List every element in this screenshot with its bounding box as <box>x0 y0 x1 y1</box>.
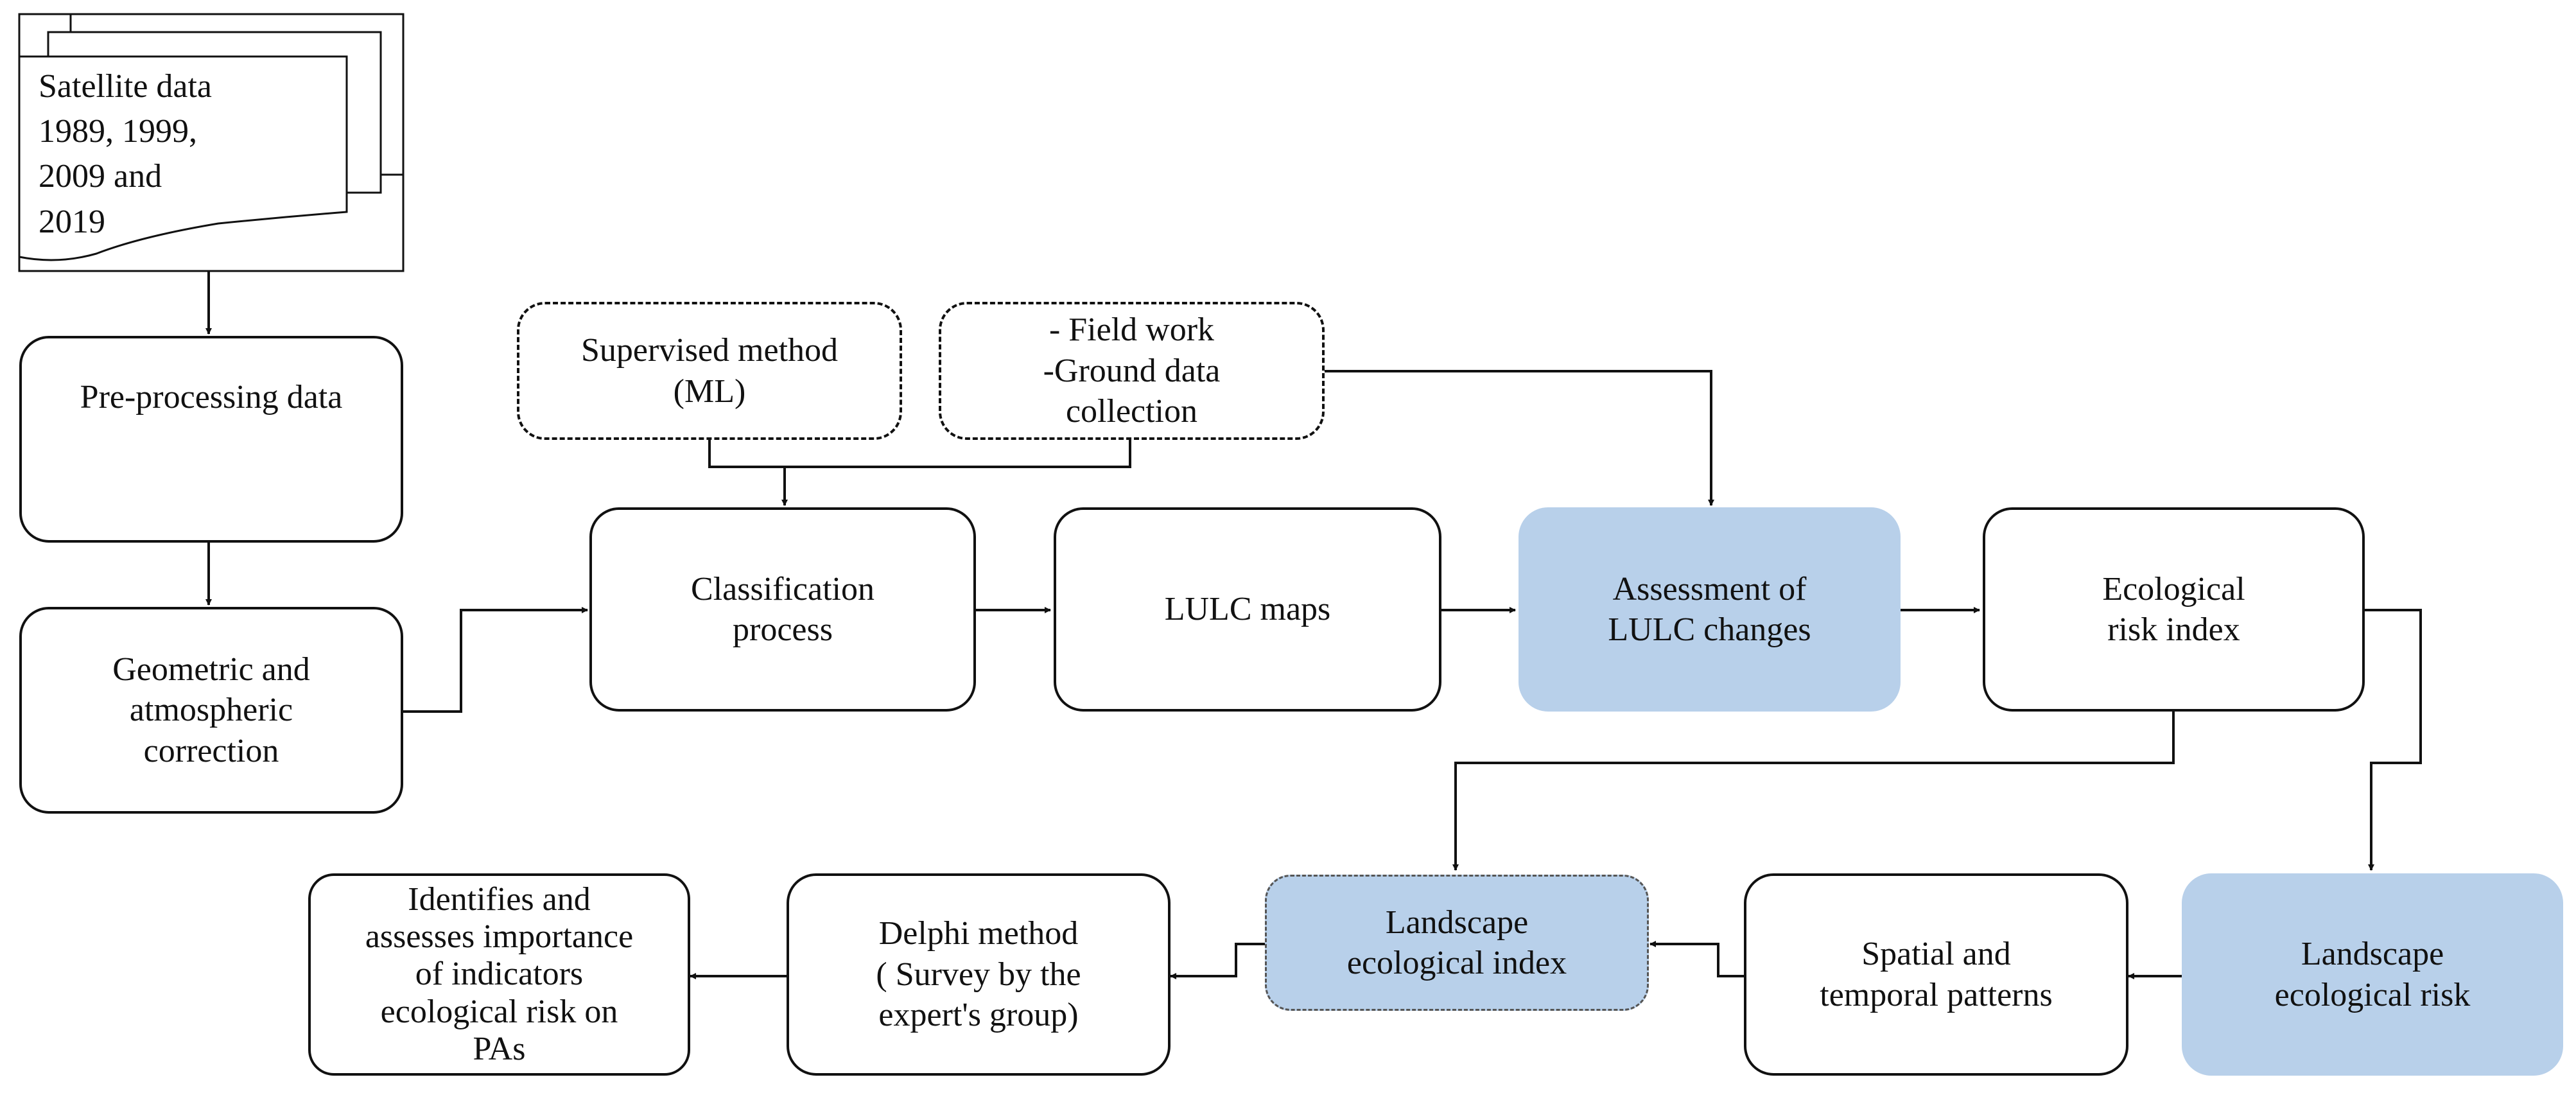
spatial-label: Spatial and temporal patterns <box>1820 936 2053 1013</box>
identifies-node: Identifies and assesses importance of in… <box>308 873 690 1076</box>
assessment-label: Assessment of LULC changes <box>1608 570 1811 648</box>
identifies-label: Identifies and assesses importance of in… <box>365 880 634 1067</box>
lulc-maps-node: LULC maps <box>1054 507 1441 712</box>
preprocessing-label: Pre-processing data <box>80 379 343 415</box>
spatial-temporal-node: Spatial and temporal patterns <box>1744 873 2128 1076</box>
geometric-label: Geometric and atmospheric correction <box>112 651 310 769</box>
landscape-ecological-risk-node: Landscape ecological risk <box>2182 873 2563 1076</box>
assessment-node: Assessment of LULC changes <box>1519 507 1901 712</box>
classification-node: Classification process <box>589 507 976 712</box>
connector-supervised <box>708 440 1131 468</box>
supervised-method-node: Supervised method (ML) <box>517 302 902 440</box>
geometric-correction-node: Geometric and atmospheric correction <box>19 607 403 814</box>
arrow-ecorisk-landscape-risk <box>2365 609 2422 871</box>
delphi-label: Delphi method ( Survey by the expert's g… <box>876 915 1081 1034</box>
landscape-index-label: Landscape ecological index <box>1346 904 1567 981</box>
supervised-label: Supervised method (ML) <box>580 332 839 410</box>
arrow-geometric-classification <box>403 607 588 713</box>
fieldwork-label: - Field work -Ground data collection <box>1043 311 1221 430</box>
eco-risk-index-label: Ecological risk index <box>2102 570 2245 648</box>
satellite-data-text: Satellite data 1989, 1999, 2009 and 2019 <box>39 68 213 240</box>
classification-label: Classification process <box>691 570 875 648</box>
landscape-risk-label: Landscape ecological risk <box>2274 936 2471 1013</box>
arrow-spatial-landscape-index <box>1649 941 1744 977</box>
field-work-node: - Field work -Ground data collection <box>939 302 1325 440</box>
ecological-risk-index-node: Ecological risk index <box>1983 507 2365 712</box>
delphi-method-node: Delphi method ( Survey by the expert's g… <box>787 873 1171 1076</box>
arrow-fieldwork-assessment <box>1325 370 1714 506</box>
landscape-ecological-index-node: Landscape ecological index <box>1265 875 1649 1011</box>
preprocessing-node: Pre-processing data <box>19 336 403 543</box>
lulc-maps-label: LULC maps <box>1164 591 1331 628</box>
arrow-ecorisk-landscape-index <box>1452 712 2175 871</box>
document-stack-icon <box>18 13 405 272</box>
arrow-landscape-index-delphi <box>1170 943 1265 979</box>
